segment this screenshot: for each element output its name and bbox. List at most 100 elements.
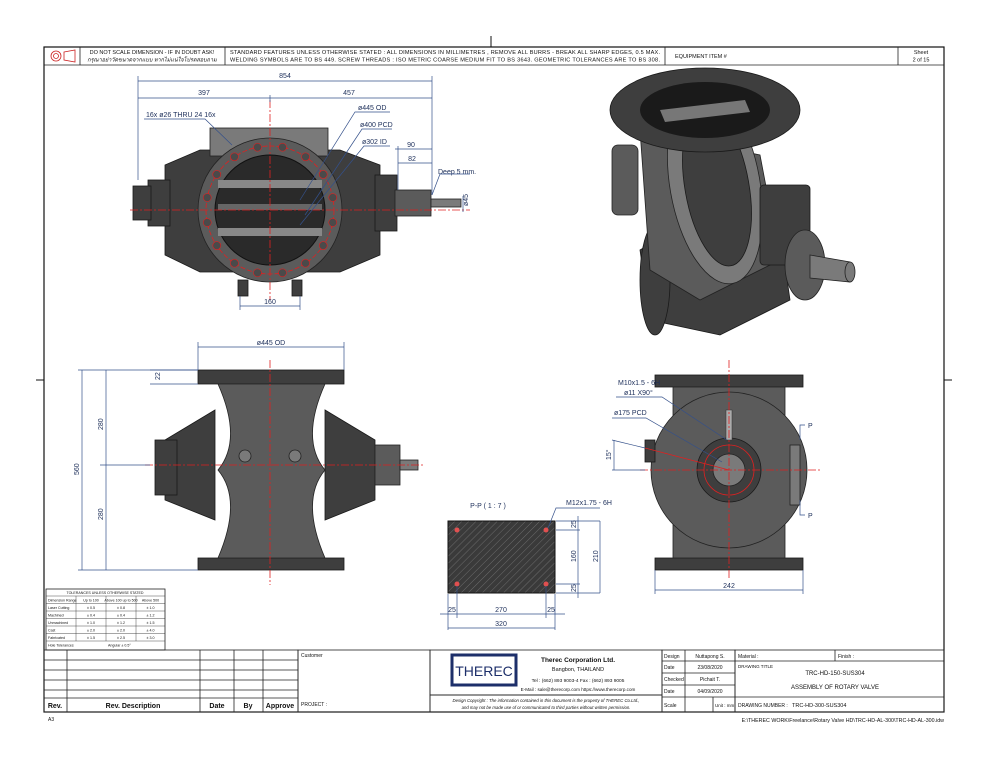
flange-bolt-hole [278,268,287,278]
plate-edge-v1: 25 [571,520,578,528]
dim-bottom-160: 160 [264,299,276,306]
customer-block: Customer PROJECT : [297,649,431,713]
approval-block: Design Nuttapong S. Date 23/08/2020 Chec… [661,649,736,713]
tolerance-header-cell: Dimension Range [48,598,77,602]
finish-label: Finish : [838,654,854,660]
flange-bolt-hole [212,170,222,179]
tolerance-cell: ± 2.0 [117,628,125,632]
pcd-callout: ø400 PCD [360,122,393,129]
plate-overall-h: 320 [495,621,507,628]
checked-date-label: Date [664,689,675,695]
tolerance-cell: ± 0.8 [117,606,125,610]
drawing-number: TRC-HD-300-SUS304 [792,703,846,709]
equipment-item-label: EQUIPMENT ITEM # [675,54,728,60]
company-phone: Tel : (662) 893 9003-4 Fax : (662) 893 9… [532,678,625,684]
drawing-title: ASSEMBLY OF ROTARY VALVE [791,685,879,691]
tolerance-cell: Cast [48,628,55,632]
flange-bolt-hole [318,241,328,250]
flange-bolt-hole [253,142,262,152]
tolerance-cell: ± 1.5 [87,636,95,640]
side-pcd-callout: ø175 PCD [614,410,647,417]
tolerance-cell: ± 0.5 [87,606,95,610]
rev-by-header: By [244,703,253,710]
dim-shaft-dia: ø45 [463,194,470,206]
standards-note-2: WELDING SYMBOLS ARE TO BS 449. SCREW THR… [230,58,660,64]
tolerance-cell: ± 2.0 [87,628,95,632]
dim-left: 397 [198,90,210,97]
side-thread-callout: M10x1.5 - 6H [618,380,660,387]
isometric-view [609,67,856,336]
logo-text: THEREC [455,663,513,679]
side-csk-callout: ø11 X90° [624,389,653,397]
flange-bolt-hole [318,170,328,179]
projection-symbol-icon [50,49,76,63]
dim-overall-width: 854 [279,73,291,80]
rev-header: Rev. [48,703,62,710]
side-view: M10x1.5 - 6H ø11 X90° ø175 PCD 15° P P 2… [605,360,820,594]
paper-size: A3 [48,717,54,723]
flange-bolt-hole [202,218,212,227]
hole-tolerance-label: Hole Tolerances [48,643,74,647]
section-mark-top: P [808,423,813,430]
header-strip: DO NOT SCALE DIMENSION - IF IN DOUBT ASK… [44,47,944,66]
customer-label: Customer [301,653,323,659]
front-overall-height: 560 [74,463,81,475]
scale-note: DO NOT SCALE DIMENSION - IF IN DOUBT ASK… [90,50,215,56]
tolerance-cell: ± 2.5 [117,636,125,640]
tolerance-cell: ± 1.0 [87,621,95,625]
tolerance-title: TOLERANCES UNLESS OTHERWISE STATED [66,591,143,595]
scale-label: Scale [664,703,677,709]
file-path: E:\THEREC WORK\Freelance\Rotary Valve HD… [742,718,945,724]
checked-date: 04/09/2020 [697,689,722,695]
material-label: Material : [738,654,759,660]
flange-thickness-dim: 22 [155,372,162,380]
front-od-dim: ø445 OD [257,340,285,347]
unit-label: Unit : mm. [715,703,736,708]
angular-tolerance: Angular ± 0.5° [108,643,131,647]
tolerance-cell: Laser Cutting [48,606,69,610]
dim-right: 457 [343,90,355,97]
drawing-number-label: DRAWING NUMBER : [738,703,788,709]
flange-bolt-hole [278,142,287,152]
company-block: THEREC Therec Corporation Ltd. Bangbon, … [429,649,663,713]
tolerance-cell: ± 3.0 [147,636,155,640]
copyright-line-1: Design Copyright : The information conta… [452,698,639,703]
tolerance-cell: ± 4.0 [147,628,155,632]
plate-mid-h: 270 [495,607,507,614]
plate-thread-callout: M12x1.75 - 6H [566,500,612,507]
dim-shaft-82: 82 [408,156,416,163]
front-upper-height: 280 [98,418,105,430]
id-callout: ø302 ID [362,139,387,146]
design-date-label: Date [664,665,675,671]
tolerance-cell: Fabricated [48,636,65,640]
tolerance-header-cell: Up to 100 [83,598,99,602]
drawing-border [43,46,945,713]
plate-view-title: P-P ( 1 : 7 ) [470,503,506,510]
tolerance-cell: ± 1.2 [147,613,155,617]
standards-note-1: STANDARD FEATURES UNLESS OTHERWISE STATE… [230,50,660,56]
side-width-dim: 242 [723,583,735,590]
rev-description-header: Rev. Description [106,703,161,710]
plate-edge-h1: 25 [448,607,456,614]
plate-edge-v2: 25 [571,584,578,592]
therec-logo [450,653,518,687]
tolerance-cell: ± 0.4 [87,613,95,617]
holes-callout: 16x ø26 THRU 24 16x [146,112,216,119]
keyway-depth: Deep 5 mm. [438,169,476,176]
plate-section-view: P-P ( 1 : 7 ) M12x1.75 - 6H 25 160 25 21… [440,500,612,630]
flange-bolt-hole [301,152,310,162]
tolerance-cell: Unmachined [48,621,68,625]
drawing-title-block: Material : Finish : DRAWING TITLE TRC-HD… [734,649,945,713]
flange-bolt-hole [202,193,212,202]
drawing-title-code: TRC-HD-150-SUS304 [805,671,865,677]
flange-bolt-hole [230,258,239,268]
tolerance-header-cell: Above 500 [142,598,159,602]
tolerance-cell: ± 1.0 [147,606,155,610]
flange-bolt-hole [230,152,239,162]
od-callout: ø445 OD [358,105,386,112]
plate-edge-h2: 25 [547,607,555,614]
design-label: Design [664,654,680,660]
top-view: 854 397 457 16x ø26 THRU 24 16x ø445 OD … [130,73,476,310]
designer-name: Nuttapong S. [695,654,724,660]
